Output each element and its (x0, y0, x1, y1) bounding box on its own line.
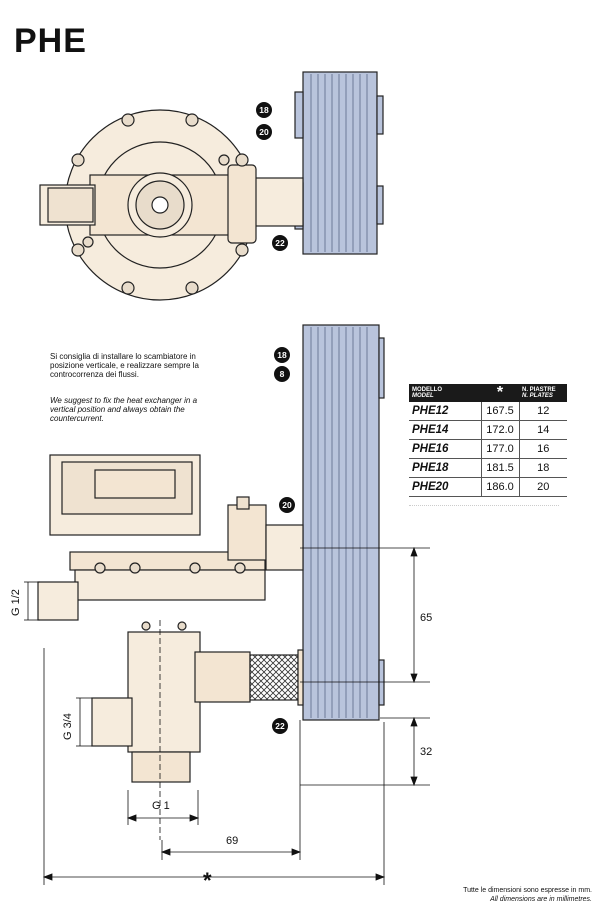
model-cell: PHE14 (409, 420, 481, 440)
side-view (37, 324, 385, 783)
model-cell: PHE18 (409, 458, 481, 478)
plate-pack-side (302, 324, 385, 721)
table-row: PHE14 172.0 14 (409, 420, 567, 440)
dimension-cell: 172.0 (480, 420, 519, 440)
header-plates: N. PIASTRE N. PLATES (519, 384, 567, 402)
model-cell: PHE16 (409, 439, 481, 459)
dimension-cell: 167.5 (480, 402, 519, 421)
callout-18-top: 18 (256, 102, 272, 118)
table-row: PHE18 181.5 18 (409, 458, 567, 478)
dim-label-g-three-quarter: G 3/4 (62, 713, 74, 740)
installation-note-english: We suggest to fix the heat exchanger in … (50, 396, 198, 423)
page-title: PHE (14, 22, 87, 60)
top-view (39, 71, 384, 301)
dim-label-65: 65 (420, 612, 433, 624)
dimension-cell: 181.5 (480, 458, 519, 478)
dim-label-g-one: G 1 (152, 800, 170, 812)
table-row: PHE16 177.0 16 (409, 439, 567, 459)
callout-22-top: 22 (272, 235, 288, 251)
plates-cell: 12 (518, 402, 567, 421)
table-row: PHE20 186.0 20 (409, 477, 567, 497)
model-table: MODELLO MODEL * N. PIASTRE N. PLATES PHE… (409, 384, 567, 497)
installation-note-italian: Si consiglia di installare lo scambiator… (50, 352, 199, 379)
header-model-it: MODELLO (412, 386, 442, 393)
dim-label-32: 32 (420, 746, 433, 758)
dim-label-g-half: G 1/2 (10, 589, 22, 616)
footnote-english: All dimensions are in millimetres. (490, 896, 592, 903)
dimension-lines (24, 546, 430, 885)
header-model: MODELLO MODEL (409, 384, 481, 402)
dim-label-star: * (203, 868, 212, 893)
callout-18-side: 18 (274, 347, 290, 363)
footnote-italian: Tutte le dimensioni sono espresse in mm. (463, 887, 592, 894)
header-plates-en: N. PLATES (522, 393, 553, 399)
plate-pack-top (294, 71, 384, 255)
dim-label-69: 69 (226, 835, 239, 847)
callout-8-side: 8 (274, 366, 290, 382)
header-plates-it: N. PIASTRE (522, 386, 556, 393)
callout-22-side: 22 (272, 718, 288, 734)
plates-cell: 18 (518, 458, 567, 478)
model-cell: PHE20 (409, 477, 481, 497)
plates-cell: 16 (518, 439, 567, 459)
table-divider (409, 505, 559, 506)
model-cell: PHE12 (409, 402, 481, 421)
header-star: * (481, 384, 519, 402)
plates-cell: 20 (518, 477, 567, 497)
dimension-cell: 177.0 (480, 439, 519, 459)
header-model-en: MODEL (412, 393, 434, 399)
table-header-row: MODELLO MODEL * N. PIASTRE N. PLATES (409, 384, 567, 402)
callout-20-side: 20 (279, 497, 295, 513)
plates-cell: 14 (518, 420, 567, 440)
dimension-cell: 186.0 (480, 477, 519, 497)
table-row: PHE12 167.5 12 (409, 402, 567, 421)
callout-20-top: 20 (256, 124, 272, 140)
